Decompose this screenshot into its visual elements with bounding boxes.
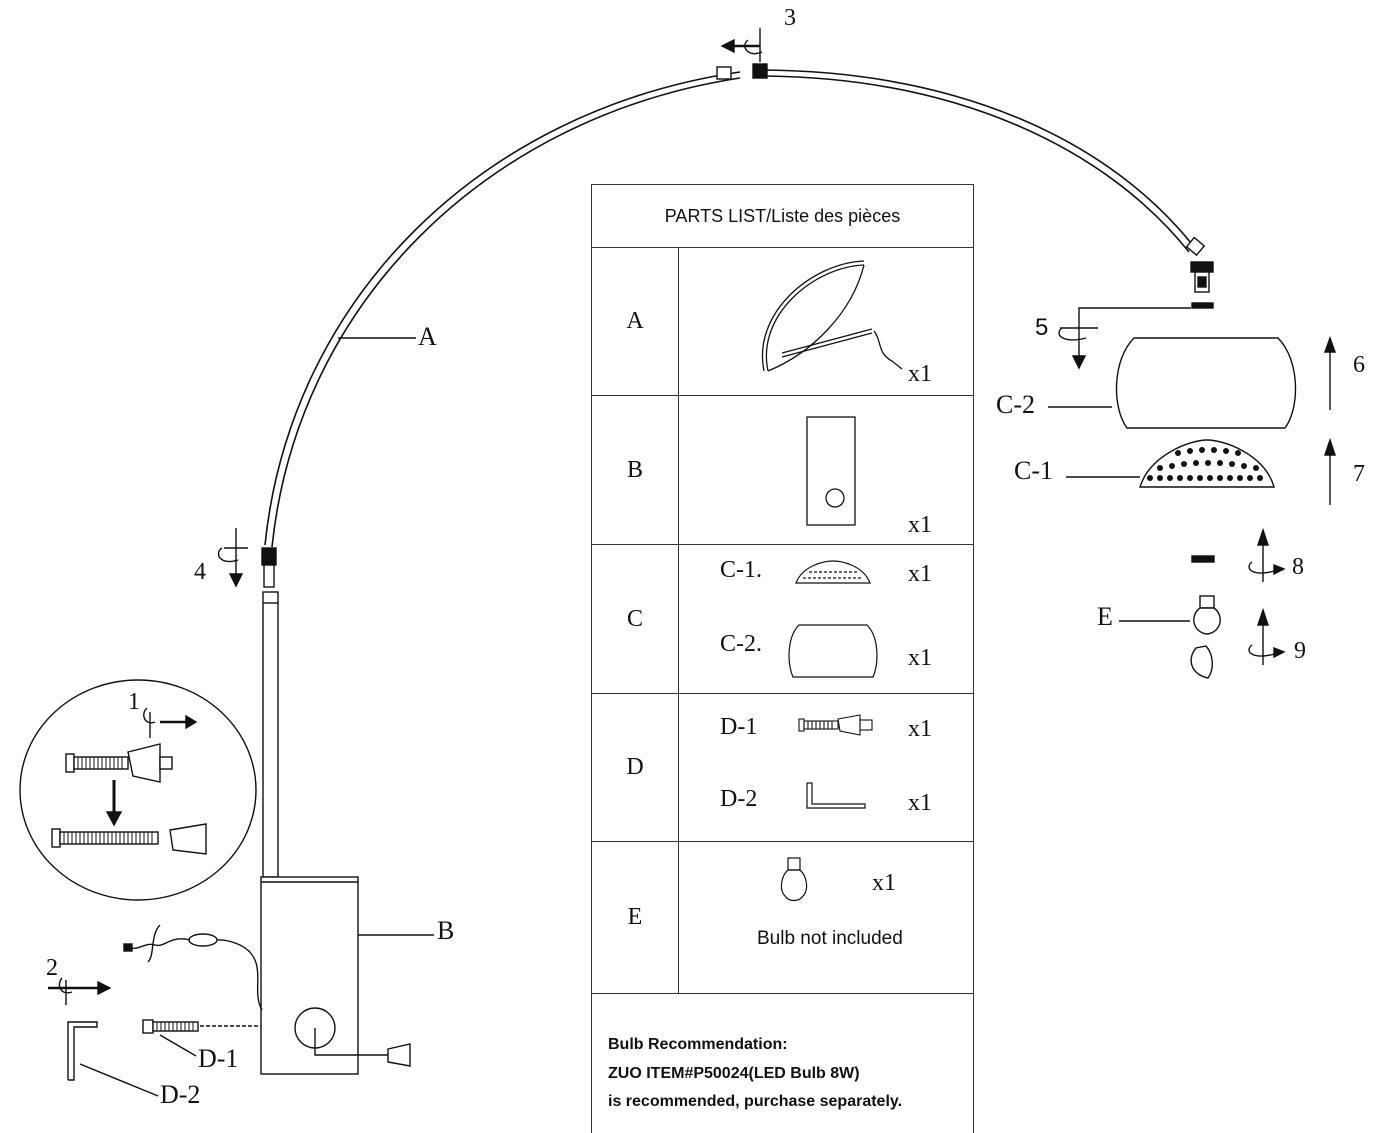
arc-pole-thumbnail: [761, 260, 903, 372]
callout-a: A: [418, 322, 437, 351]
straight-pole: [262, 591, 279, 878]
hex-key: [67, 1021, 159, 1097]
step-4: 4: [194, 559, 206, 585]
row-key: D: [592, 694, 679, 841]
qty: x1: [908, 361, 932, 387]
callout-d1: D-1: [198, 1044, 239, 1073]
hex-key-thumbnail: [806, 782, 866, 809]
shade-c2-thumbnail: [788, 624, 878, 678]
arc-pole: [261, 63, 1206, 588]
shade-c2: [1048, 337, 1297, 429]
bulb-recommendation-line: is recommended, purchase separately.: [608, 1093, 903, 1110]
bulb-not-included-note: Bulb not included: [757, 928, 903, 949]
bulb-recommendation: Bulb Recommendation: ZUO ITEM#P50024(LED…: [608, 1031, 902, 1117]
step-2: 2: [46, 955, 58, 981]
row-key: A: [592, 247, 679, 395]
step-8: 8: [1292, 554, 1304, 580]
callout-d2: D-2: [160, 1080, 201, 1109]
bulb-recommendation-line: ZUO ITEM#P50024(LED Bulb 8W): [608, 1064, 860, 1082]
row-key: E: [592, 842, 679, 993]
step-5: 5: [1035, 314, 1049, 341]
row-key: C: [592, 545, 679, 693]
bulb-icon: [780, 857, 808, 902]
shade-c1-thumbnail: [795, 560, 871, 584]
parts-row-d: D D-1 x1 D-2 x1: [592, 694, 973, 842]
parts-list-title: PARTS LIST/Liste des pièces: [592, 185, 973, 248]
qty: x1: [872, 870, 896, 896]
screw-thumbnail: [798, 714, 873, 736]
callout-e: E: [1097, 602, 1113, 631]
base: [260, 876, 434, 1075]
step-6: 6: [1353, 352, 1365, 378]
base-thumbnail: [806, 416, 856, 526]
rotation-arrows: [48, 28, 1336, 1005]
sub-label: C-1.: [720, 557, 762, 583]
retaining-ring: [1191, 555, 1215, 563]
step-1: 1: [128, 689, 140, 715]
detail-circle: [19, 679, 257, 901]
step-7: 7: [1353, 461, 1365, 487]
parts-row-a: A x1: [592, 247, 973, 396]
lamp-socket: [1190, 261, 1214, 309]
qty: x1: [908, 716, 932, 742]
sub-label: D-1: [720, 714, 758, 740]
parts-row-b: B x1: [592, 396, 973, 545]
parts-list-table: PARTS LIST/Liste des pièces A x1 B x1 C …: [591, 184, 974, 1133]
bulb-recommendation-line: Bulb Recommendation:: [608, 1036, 788, 1053]
step-3: 3: [784, 5, 796, 31]
bulb: [1119, 595, 1221, 679]
power-cord: [123, 924, 263, 1011]
shade-c1: [1066, 439, 1275, 488]
sub-label: D-2: [720, 786, 758, 812]
callout-c1: C-1: [1014, 456, 1053, 485]
qty: x1: [908, 561, 932, 587]
base-screw: [142, 1019, 261, 1057]
qty: x1: [908, 790, 932, 816]
row-key: B: [592, 396, 679, 544]
parts-row-e: E x1 Bulb not included: [592, 842, 973, 994]
parts-row-c: C C-1. x1 C-2. x1: [592, 545, 973, 694]
qty: x1: [908, 512, 932, 538]
sub-label: C-2.: [720, 631, 762, 657]
step-9: 9: [1294, 638, 1306, 664]
callout-c2: C-2: [996, 390, 1035, 419]
callout-b: B: [437, 916, 455, 945]
qty: x1: [908, 645, 932, 671]
